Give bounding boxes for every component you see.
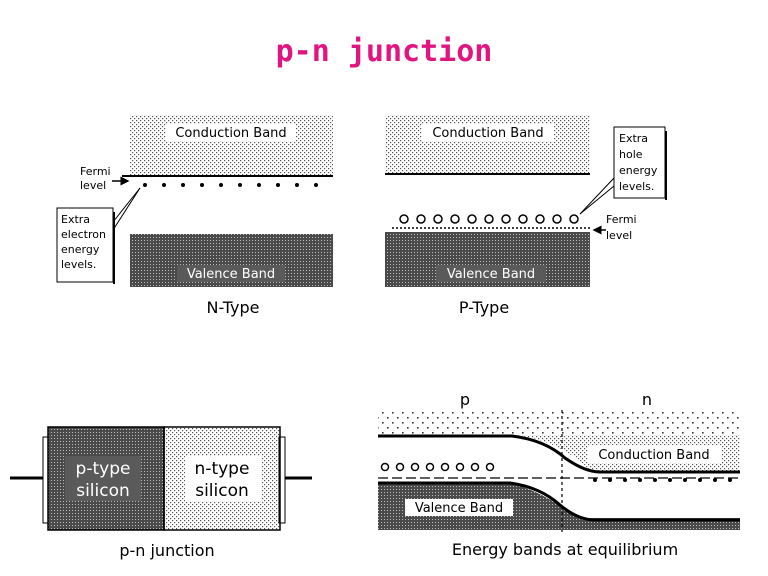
equilibrium-diagram: Conduction Band Valence Band p n Energy … (378, 390, 740, 559)
p-conduction-band (385, 115, 590, 173)
p-type-silicon-label: p-type (76, 459, 131, 479)
eq-holes (380, 462, 495, 472)
n-type-silicon-label: n-type (195, 459, 250, 479)
p-fermi-label-2: level (606, 229, 632, 242)
eq-electrons (593, 478, 732, 482)
page-title: p-n junction (275, 34, 493, 69)
n-extra-text-1: Extra (61, 213, 90, 226)
p-type-caption: P-Type (459, 298, 509, 317)
n-fermi-label-2: level (80, 179, 106, 192)
eq-caption: Energy bands at equilibrium (452, 540, 678, 559)
p-extra-text-4: levels. (619, 180, 654, 193)
eq-p-label: p (460, 390, 470, 409)
pn-junction-caption: p-n junction (119, 541, 214, 560)
p-extra-levels-box (613, 126, 666, 199)
eq-conduction-band-label: Conduction Band (598, 448, 709, 463)
p-valence-band-label: Valence Band (447, 267, 535, 282)
p-extra-text-1: Extra (619, 132, 648, 145)
p-conduction-band-label: Conduction Band (432, 126, 543, 141)
p-type-diagram: Conduction Band Valence Band Fermi level… (385, 115, 667, 317)
n-fermi-label: Fermi (80, 165, 111, 178)
eq-valence-band-label: Valence Band (415, 501, 503, 516)
eq-conduction-edge (378, 434, 740, 474)
n-extra-text-4: levels. (61, 258, 96, 271)
p-extra-text-2: hole (619, 148, 643, 161)
p-extra-text-3: energy (619, 164, 658, 177)
eq-n-label: n (642, 390, 652, 409)
p-hole-levels (399, 214, 579, 224)
eq-valence-edge (378, 481, 740, 522)
n-type-caption: N-Type (206, 298, 259, 317)
n-electron-levels (143, 183, 318, 187)
eq-valence-region (378, 483, 740, 530)
n-type-silicon-label-2: silicon (195, 481, 249, 501)
p-type-silicon-label-2: silicon (76, 481, 130, 501)
n-conduction-band-label: Conduction Band (175, 126, 286, 141)
n-type-diagram: Conduction Band Fermi level Valence Band… (56, 115, 333, 317)
n-extra-text-2: electron (61, 228, 106, 241)
p-fermi-label: Fermi (606, 213, 637, 226)
n-valence-band-label: Valence Band (187, 267, 275, 282)
eq-top-region (378, 410, 740, 435)
n-extra-levels-box (56, 207, 114, 283)
n-extra-text-3: energy (61, 243, 100, 256)
pn-junction-device: p-type silicon n-type silicon p-n juncti… (10, 426, 312, 560)
